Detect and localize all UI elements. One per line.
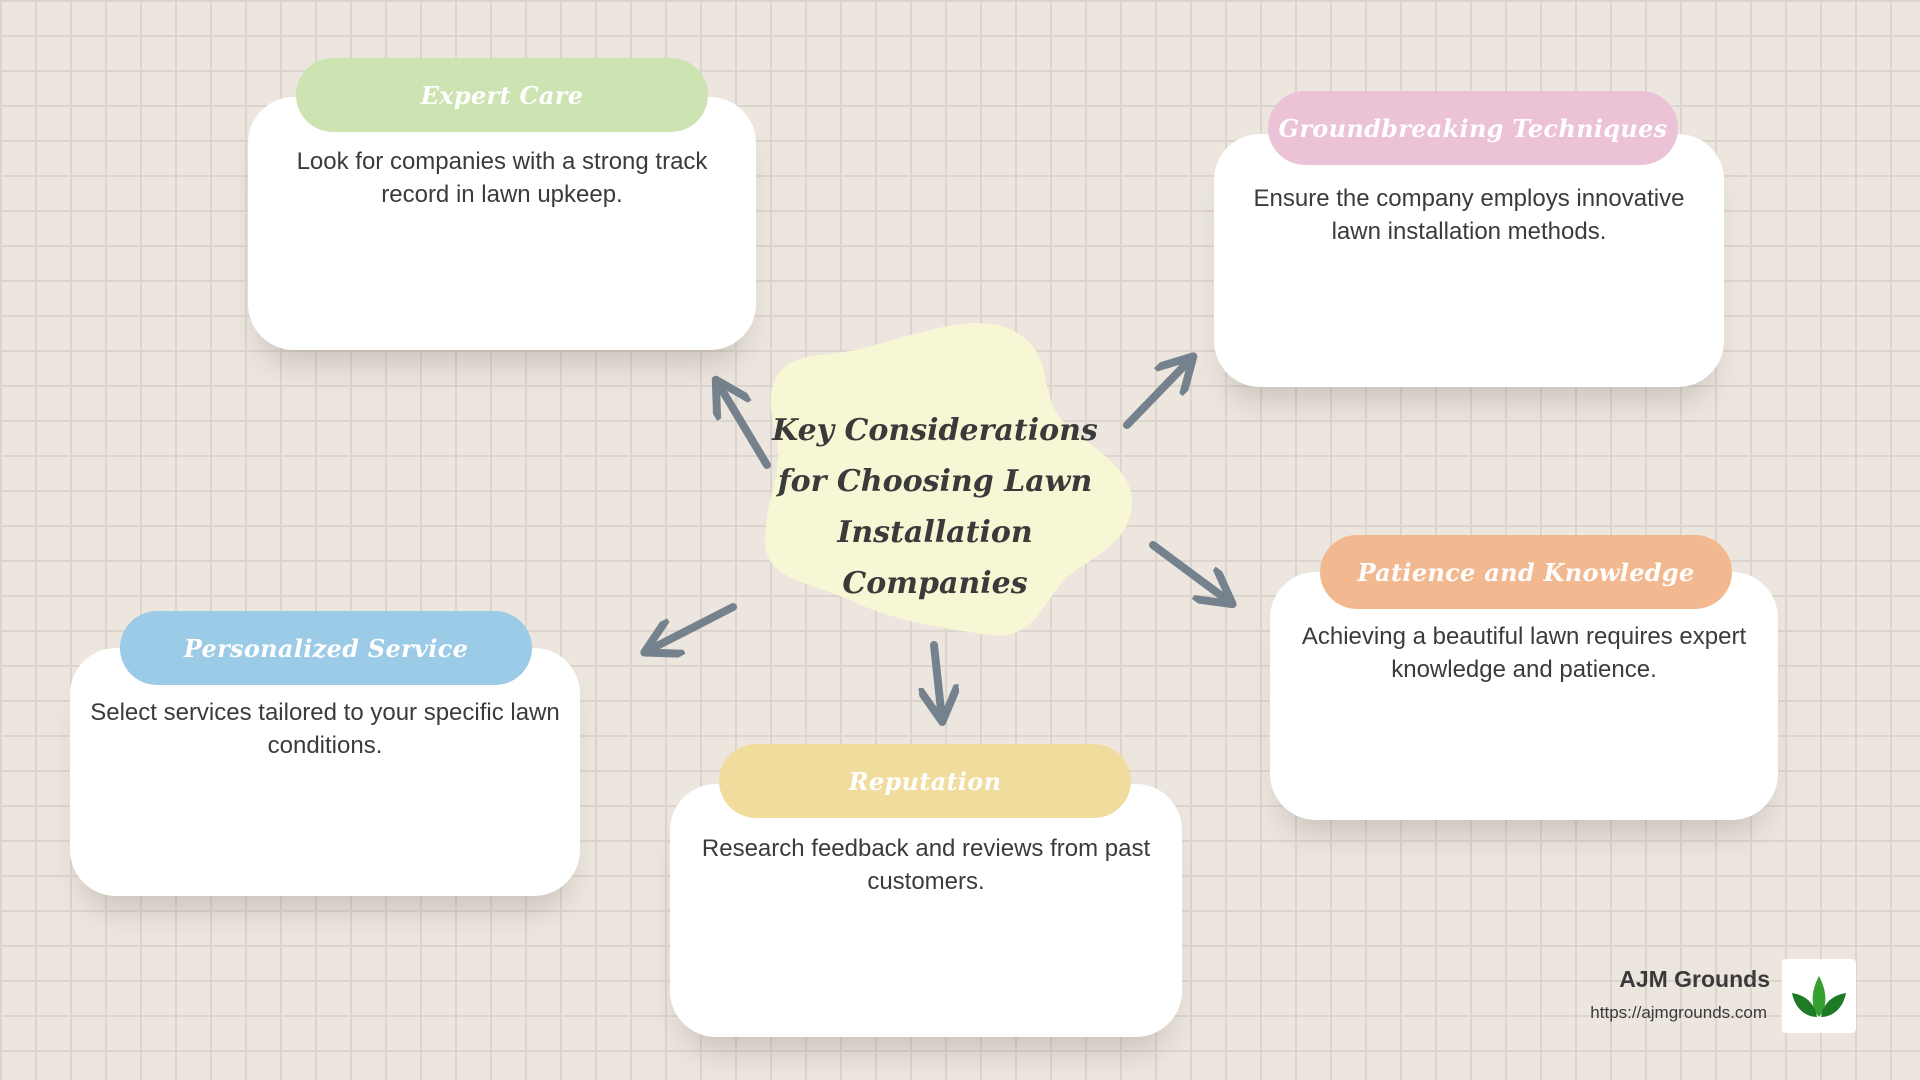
card-expert-care: Look for companies with a strong track r… xyxy=(248,97,756,350)
card-text: Ensure the company employs innovative la… xyxy=(1253,185,1685,245)
arrow-reputation xyxy=(934,641,941,710)
card-text: Select services tailored to your specifi… xyxy=(90,699,560,759)
card-text: Look for companies with a strong track r… xyxy=(296,148,708,208)
center-title: Key Considerations for Choosing Lawn Ins… xyxy=(772,413,1098,601)
arrow-personalized xyxy=(655,603,737,647)
card-groundbreaking-techniques: Ensure the company employs innovative la… xyxy=(1214,134,1724,387)
card-personalized-service: Select services tailored to your specifi… xyxy=(70,648,580,896)
pill-groundbreaking-techniques: Groundbreaking Techniques xyxy=(1268,91,1678,165)
pill-patience-knowledge: Patience and Knowledge xyxy=(1320,535,1732,609)
arrow-groundbreaking xyxy=(1123,365,1185,429)
pill-reputation: Reputation xyxy=(719,744,1131,818)
brand-name: AJM Grounds xyxy=(1619,966,1770,992)
card-patience-knowledge: Achieving a beautiful lawn requires expe… xyxy=(1270,572,1778,820)
pill-personalized-service: Personalized Service xyxy=(120,611,532,685)
brand-logo xyxy=(1782,959,1856,1033)
card-text: Research feedback and reviews from past … xyxy=(701,835,1151,895)
arrow-expert-care xyxy=(722,390,771,469)
brand-url[interactable]: https://ajmgrounds.com xyxy=(1590,1003,1767,1022)
pill-expert-care: Expert Care xyxy=(296,58,708,132)
leaf-icon xyxy=(1792,976,1846,1017)
card-text: Achieving a beautiful lawn requires expe… xyxy=(1301,623,1747,683)
arrow-patience xyxy=(1149,541,1223,597)
card-reputation: Research feedback and reviews from past … xyxy=(670,784,1182,1037)
